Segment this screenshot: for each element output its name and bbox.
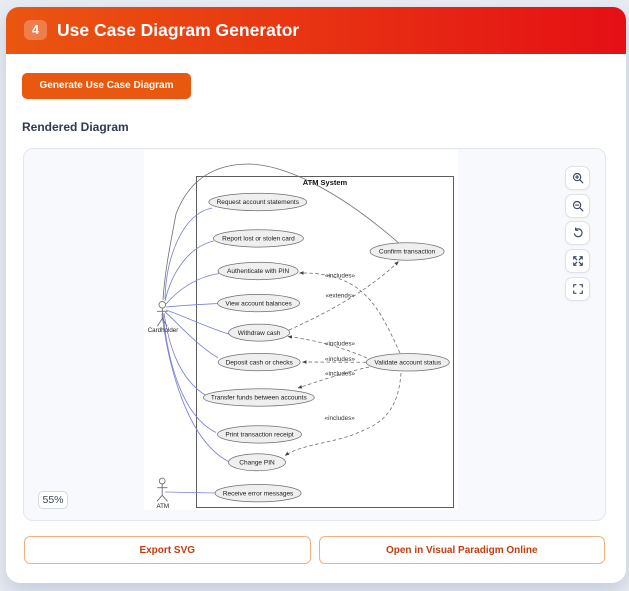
svg-text:Withdraw cash: Withdraw cash [238,330,281,337]
svg-text:Deposit cash or checks: Deposit cash or checks [226,359,294,366]
svg-text:«includes»: «includes» [325,415,356,422]
svg-text:«extends»: «extends» [325,293,355,300]
svg-text:View account balances: View account balances [225,300,292,307]
svg-text:Print transaction receipt: Print transaction receipt [225,432,293,439]
svg-text:Receive error messages: Receive error messages [223,490,294,497]
svg-text:ATM System: ATM System [303,178,348,187]
svg-text:Report lost or stolen card: Report lost or stolen card [222,236,295,243]
svg-text:Request account statements: Request account statements [217,199,300,206]
svg-text:Confirm transaction: Confirm transaction [379,249,436,256]
svg-text:ATM: ATM [156,503,169,510]
svg-text:Transfer funds between account: Transfer funds between accounts [211,395,308,402]
svg-text:Validate account status: Validate account status [374,360,441,367]
svg-text:«includes»: «includes» [325,341,356,348]
svg-text:«includes»: «includes» [325,356,356,363]
svg-text:«includes»: «includes» [325,273,356,280]
svg-text:Cardholder: Cardholder [148,327,179,334]
svg-text:Authenticate with PIN: Authenticate with PIN [227,268,289,275]
svg-text:«includes»: «includes» [325,371,356,378]
svg-text:Change PIN: Change PIN [239,460,275,467]
